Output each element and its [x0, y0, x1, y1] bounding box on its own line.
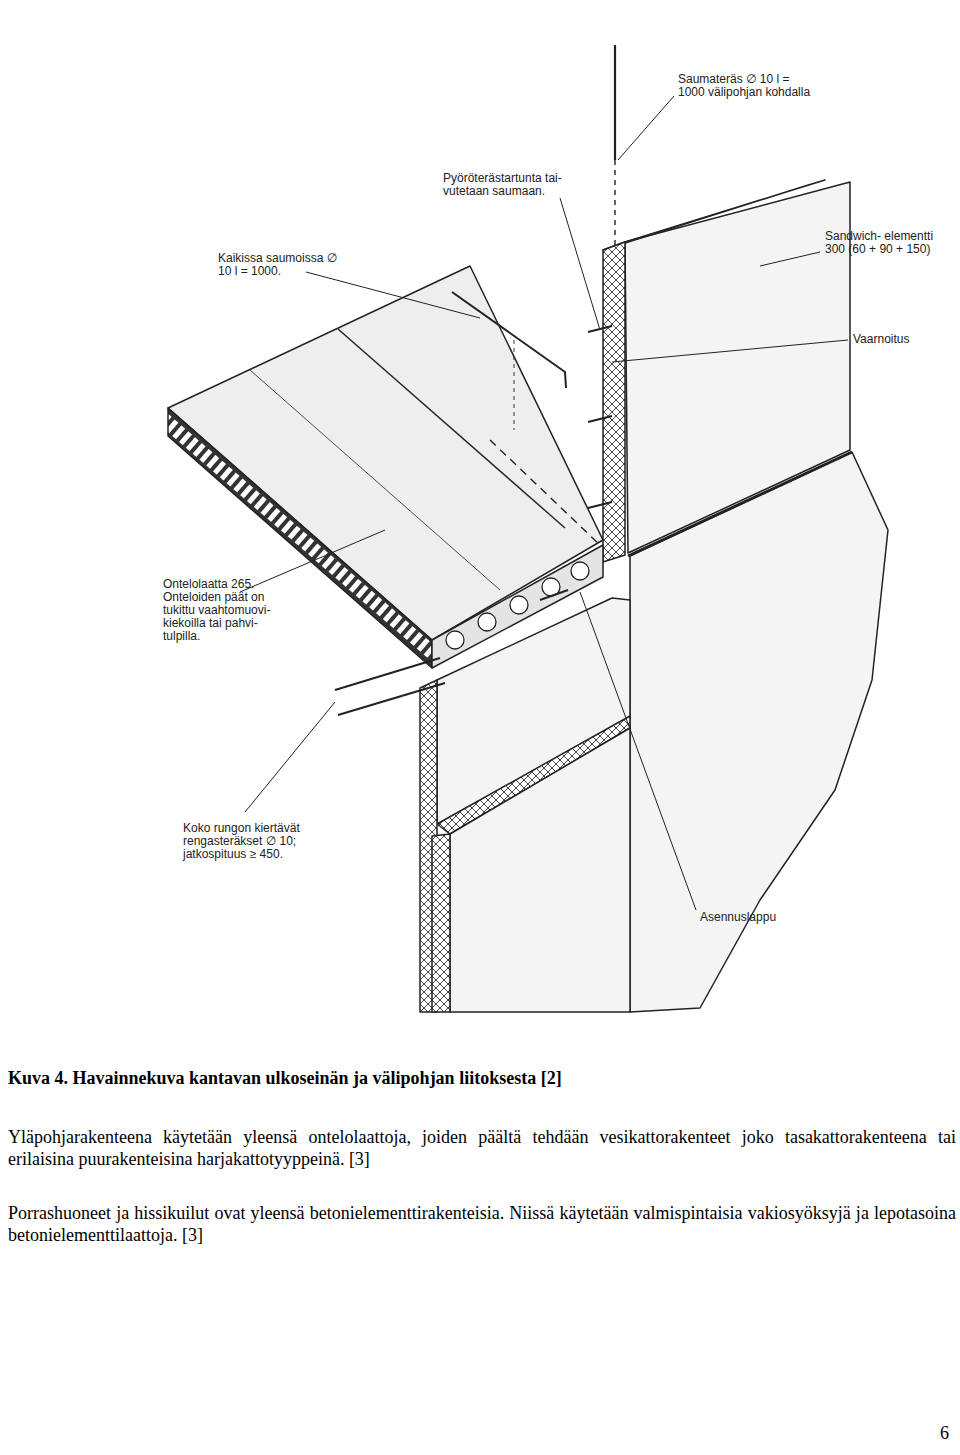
callout-label: Sandwich- elementti 300 (60 + 90 + 150) — [825, 230, 935, 256]
callout-label: Saumateräs ∅ 10 l = 1000 välipohjan kohd… — [678, 73, 813, 99]
body-paragraph: Yläpohjarakenteena käytetään yleensä ont… — [8, 1126, 956, 1170]
callout-label: Pyöröterästartunta tai- vutetaan saumaan… — [443, 172, 583, 198]
body-paragraph: Porrashuoneet ja hissikuilut ovat yleens… — [8, 1202, 956, 1246]
page-number: 6 — [940, 1423, 949, 1444]
callout-label: Asennuslappu — [700, 911, 810, 924]
callout-label: Koko rungon kiertävät rengasteräkset ∅ 1… — [183, 822, 323, 861]
callout-label: Kaikissa saumoissa ∅ 10 l = 1000. — [218, 252, 348, 278]
callout-label: Vaarnoitus — [853, 333, 953, 346]
figure-caption: Kuva 4. Havainnekuva kantavan ulkoseinän… — [8, 1068, 562, 1089]
callout-label: Ontelolaatta 265. Onteloiden päät on tuk… — [163, 578, 275, 643]
